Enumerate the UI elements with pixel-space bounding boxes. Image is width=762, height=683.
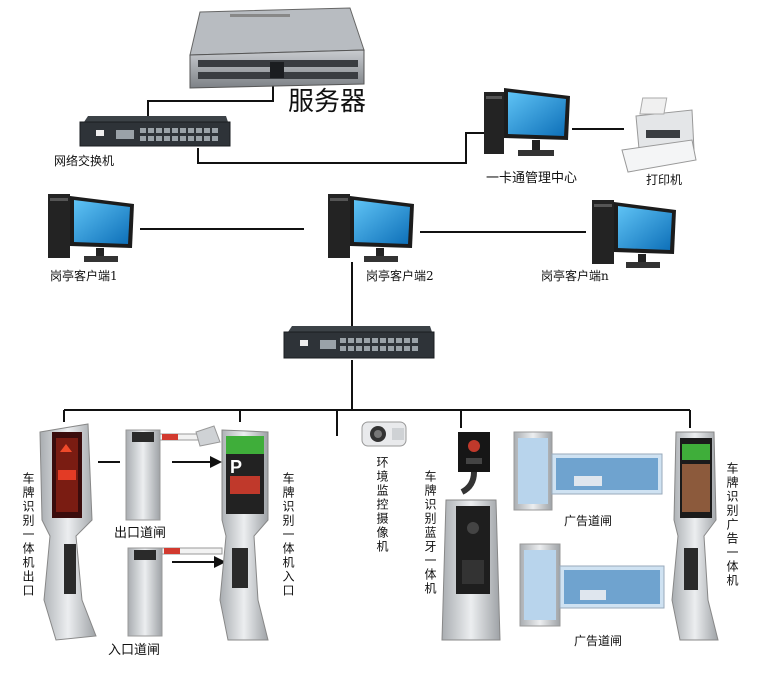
pc-booth-client-n [592,200,676,268]
server-device [189,7,365,89]
kiosk-plate-recognition-exit [39,423,97,641]
ad-gate-device-2 [519,543,665,627]
network-switch-bottom [283,326,435,359]
entry-gate-device [127,547,223,637]
label-booth-client-n: 岗亭客户端n [541,269,609,283]
line-server-switch [147,86,274,116]
label-ad-gate-2: 广告道闸 [574,634,623,648]
label-exit-gate: 出口道闸 [114,526,167,541]
label-entry-gate: 入口道闸 [108,643,161,658]
connection-lines [63,86,691,563]
label-printer: 打印机 [646,173,683,187]
kiosk-plate-recognition-entry: P [219,429,269,641]
ad-gate-device-1 [513,431,663,511]
label-plate-ad: 车牌识别广告一体机 [725,462,739,588]
label-server: 服务器 [288,87,367,117]
label-network-switch: 网络交换机 [54,154,115,168]
arrow-entry [214,556,226,568]
pc-card-center [484,88,570,156]
label-card-center: 一卡通管理中心 [486,171,578,186]
label-plate-bluetooth: 车牌识别蓝牙一体机 [423,470,437,596]
environment-camera-device [361,421,407,447]
printer-device [621,97,697,173]
network-switch-top [79,116,231,147]
kiosk-plate-bluetooth [441,432,501,641]
label-ad-gate-1: 广告道闸 [564,514,613,528]
label-environment-camera: 环境监控摄像机 [375,456,389,554]
arrow-exit [210,456,222,468]
label-plate-recognition-entry: 车牌识别一体机入口 [281,472,295,598]
label-plate-recognition-exit: 车牌识别一体机出口 [21,472,35,598]
label-booth-client-1: 岗亭客户端1 [50,269,118,283]
kiosk-plate-ad [671,431,719,641]
pc-booth-client-2 [328,194,414,262]
exit-gate-device [125,425,221,521]
line-switch-card-center [197,132,490,164]
label-booth-client-2: 岗亭客户端2 [366,269,434,283]
pc-booth-client-1 [48,194,134,262]
gate-display-p: P [230,457,242,477]
